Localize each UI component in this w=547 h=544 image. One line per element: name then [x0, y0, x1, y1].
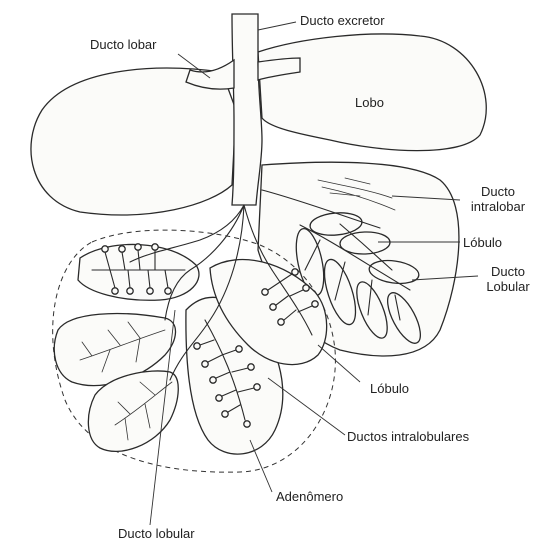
label-ducto-lobular-bottom: Ducto lobular	[118, 526, 195, 541]
label-ducto-intralobar: Ducto intralobar	[462, 184, 534, 214]
label-lobo: Lobo	[355, 95, 384, 110]
label-ductos-intralobulares: Ductos intralobulares	[347, 429, 469, 444]
excretory-duct	[232, 14, 262, 205]
right-lobe	[258, 34, 486, 151]
label-ducto-lobular-right-line2: Lobular	[480, 279, 536, 294]
label-lobulo-right: Lóbulo	[463, 235, 502, 250]
label-ducto-lobar: Ducto lobar	[90, 37, 156, 52]
label-ducto-excretor: Ducto excretor	[300, 13, 385, 28]
left-lobe	[31, 68, 236, 215]
lobar-duct-left	[186, 60, 234, 89]
left-lower-lobules	[54, 244, 326, 454]
label-lobulo-bottom: Lóbulo	[370, 381, 409, 396]
label-ducto-lobular-right-line1: Ducto	[480, 264, 536, 279]
label-ducto-intralobar-line1: Ducto	[462, 184, 534, 199]
label-ducto-lobular-right: Ducto Lobular	[480, 264, 536, 294]
label-adenomero: Adenômero	[276, 489, 343, 504]
label-ducto-intralobar-line2: intralobar	[462, 199, 534, 214]
